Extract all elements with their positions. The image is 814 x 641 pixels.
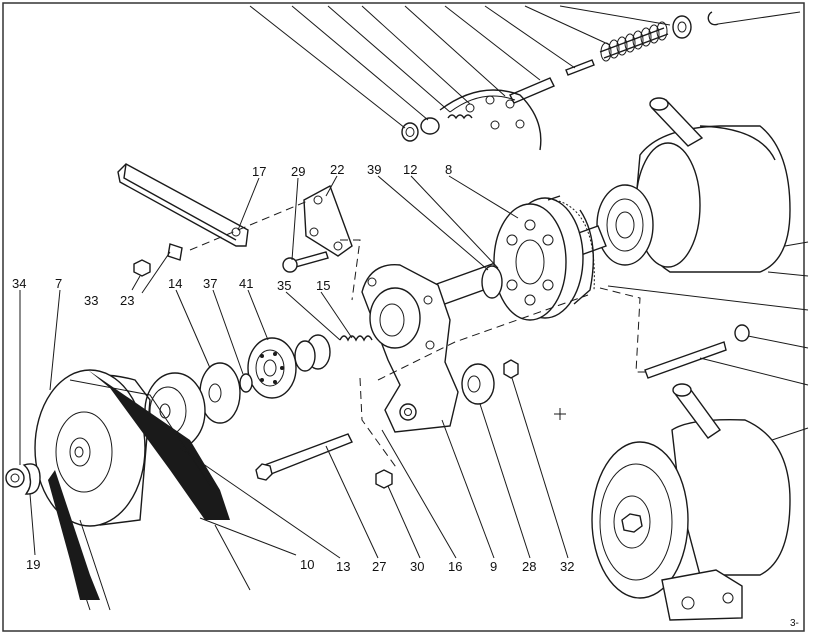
dash-line: [189, 199, 311, 251]
callout-27: 27: [372, 559, 386, 574]
page-reference: 3-: [790, 618, 799, 629]
callout-16: 16: [448, 559, 462, 574]
callout-30: 30: [410, 559, 424, 574]
pulley-shaft-assembly: [144, 195, 607, 450]
spring: [599, 21, 669, 62]
clamp-34: [5, 463, 41, 495]
washer-23: [167, 243, 183, 261]
callout-23: 23: [120, 293, 134, 308]
callout-35: 35: [277, 278, 291, 293]
hydraulic-pump-top: [596, 97, 809, 277]
cursor-crosshair: [554, 408, 566, 420]
callout-9: 9: [490, 559, 497, 574]
callout-28: 28: [522, 559, 536, 574]
tensioner-spring-assembly: [249, 5, 801, 151]
callout-10: 10: [300, 557, 314, 572]
tension-bar-17: [117, 163, 249, 247]
leader-lines: [19, 175, 569, 559]
washer-14: [199, 362, 241, 424]
nut-30: [375, 469, 393, 489]
nut-32: [503, 359, 519, 379]
page-frame: [2, 2, 805, 632]
callout-8: 8: [445, 162, 452, 177]
bolt-29: [282, 251, 329, 273]
drive-pulley-7: [34, 369, 251, 611]
spacer-28: [461, 363, 495, 405]
callout-13: 13: [336, 559, 350, 574]
pushrod: [509, 77, 555, 104]
right-bolt: [644, 324, 809, 386]
callout-33: 33: [84, 293, 98, 308]
callout-7: 7: [55, 276, 62, 291]
callout-14: 14: [168, 276, 182, 291]
callout-19: 19: [26, 557, 40, 572]
plate-22: [303, 185, 353, 257]
nut-33: [133, 259, 151, 277]
bolt-27: [255, 433, 353, 481]
callout-22: 22: [330, 162, 344, 177]
callout-39: 39: [367, 162, 381, 177]
callout-29: 29: [291, 164, 305, 179]
callout-37: 37: [203, 276, 217, 291]
callout-32: 32: [560, 559, 574, 574]
bearing-41: [247, 337, 297, 399]
callout-12: 12: [403, 162, 417, 177]
circlip: [707, 11, 719, 26]
callout-15: 15: [316, 278, 330, 293]
hydraulic-pump-bottom: [591, 383, 809, 621]
drive-belt: [88, 370, 230, 520]
callout-34: 34: [12, 276, 26, 291]
callout-41: 41: [239, 276, 253, 291]
callout-17: 17: [252, 164, 266, 179]
pin: [565, 59, 595, 76]
